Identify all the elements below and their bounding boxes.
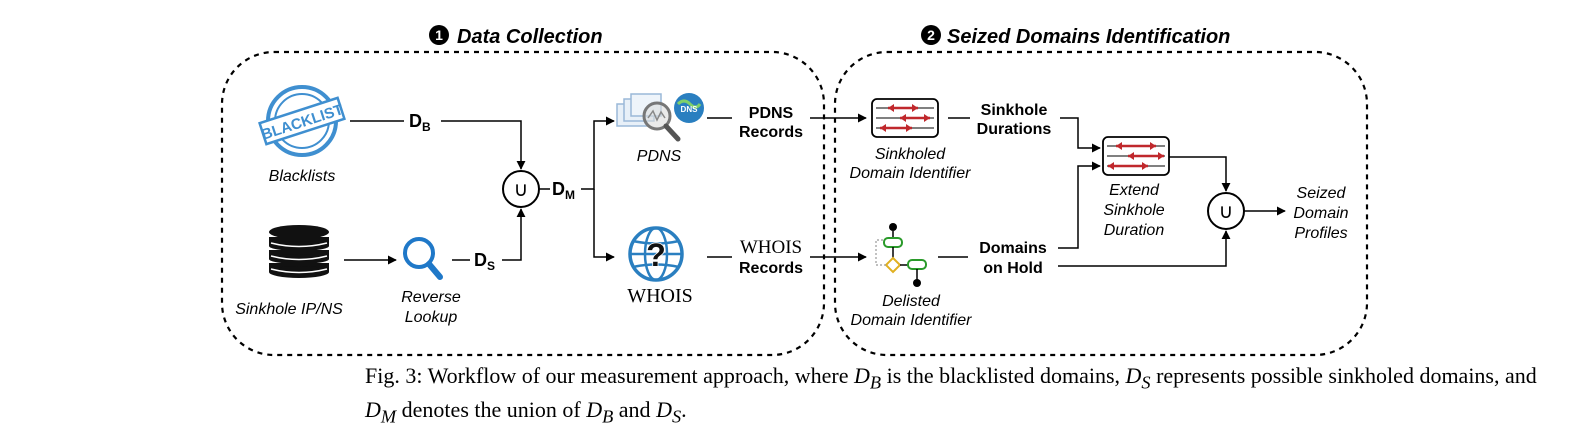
- pdns-records-label-1: PDNS: [749, 105, 794, 122]
- svg-text:Data Collection: Data Collection: [457, 26, 603, 48]
- seized-profiles-label-2: Domain: [1293, 205, 1348, 222]
- edge-durations-extend: [1060, 117, 1101, 153]
- extend-label-2: Sinkhole: [1103, 202, 1164, 219]
- sinkholed-label-2: Domain Identifier: [850, 165, 972, 182]
- svg-text:2: 2: [927, 27, 935, 43]
- domains-on-hold-label-2: on Hold: [983, 260, 1043, 277]
- sinkholed-label-1: Sinkholed: [875, 146, 946, 163]
- blacklist-icon: BLACKLIST: [258, 85, 346, 157]
- domains-on-hold-label-1: Domains: [979, 240, 1047, 257]
- reverse-lookup-label-2: Lookup: [405, 309, 458, 326]
- edge-ds-union: [502, 208, 526, 261]
- workflow-diagram: 1 Data Collection 2 Seized Domains Ident…: [220, 25, 1369, 357]
- magnifier-icon: [403, 237, 443, 280]
- delisted-label-1: Delisted: [882, 293, 941, 310]
- pdns-records-label-2: Records: [739, 124, 803, 141]
- extend-timeline-icon: [1102, 136, 1170, 176]
- whois-records-label-1: WHOIS: [740, 237, 802, 258]
- whois-label: WHOIS: [627, 285, 693, 307]
- seized-profiles-label-1: Seized: [1297, 185, 1347, 202]
- extend-label-3: Duration: [1104, 222, 1165, 239]
- dm-label: DM: [552, 179, 575, 202]
- extend-label-1: Extend: [1109, 182, 1160, 199]
- svg-text:Seized Domains Identification: Seized Domains Identification: [947, 26, 1230, 48]
- whois-globe-icon: ?: [628, 226, 684, 282]
- pdns-icon: DNS: [616, 93, 704, 142]
- sinkhole-ipns-label: Sinkhole IP/NS: [235, 301, 343, 318]
- svg-text:?: ?: [646, 237, 666, 273]
- pdns-label: PDNS: [637, 148, 682, 165]
- seized-profiles-label-3: Profiles: [1294, 225, 1347, 242]
- edge-db-union: [441, 120, 526, 170]
- edge-extend-union: [1169, 156, 1231, 192]
- union-1-symbol: ∪: [514, 179, 529, 201]
- delisted-label-2: Domain Identifier: [851, 312, 973, 329]
- sinkhole-durations-label-2: Durations: [977, 121, 1052, 138]
- svg-text:DNS: DNS: [681, 105, 699, 114]
- union-2-symbol: ∪: [1219, 201, 1234, 223]
- figure-caption: Fig. 3: Workflow of our measurement appr…: [365, 363, 1537, 427]
- section-title-data-collection: 1 Data Collection: [429, 25, 603, 48]
- database-icon: [269, 225, 329, 278]
- whois-records-label-2: Records: [739, 260, 803, 277]
- delisted-flowchart-icon: [875, 223, 927, 287]
- reverse-lookup-label-1: Reverse: [401, 289, 461, 306]
- db-label: DB: [409, 111, 431, 134]
- sinkhole-durations-label-1: Sinkhole: [981, 102, 1048, 119]
- svg-text:1: 1: [435, 27, 443, 43]
- blacklists-label: Blacklists: [269, 168, 336, 185]
- edge-dm-pdns: [581, 116, 615, 190]
- seized-identification-box: [833, 50, 1369, 357]
- edge-dm-whois: [593, 189, 615, 262]
- edge-onhold-union: [1058, 230, 1231, 267]
- sinkholed-timeline-icon: [871, 98, 939, 138]
- section-title-seized-identification: 2 Seized Domains Identification: [921, 25, 1230, 48]
- ds-label: DS: [474, 250, 495, 273]
- edge-onhold-extend: [1058, 161, 1101, 249]
